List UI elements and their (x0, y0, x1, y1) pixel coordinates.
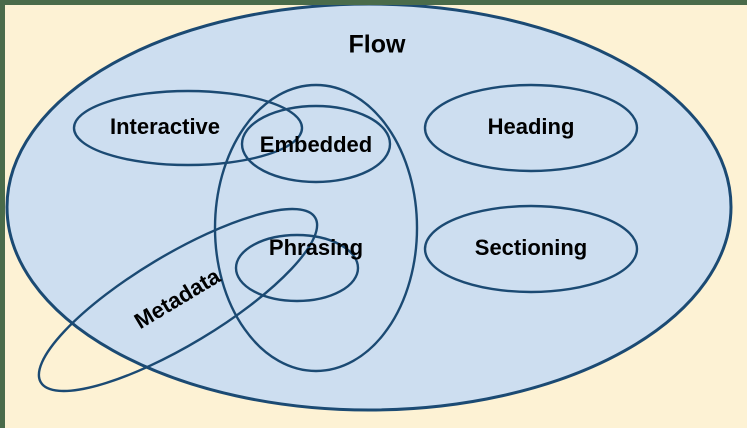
set-label-embedded: Embedded (260, 132, 372, 157)
set-label-flow: Flow (349, 31, 406, 59)
set-phrasing-inner-region[interactable] (234, 233, 360, 303)
set-phrasing-outer-region[interactable] (213, 83, 419, 373)
set-interactive-region[interactable] (72, 89, 304, 167)
set-label-phrasing: Phrasing (269, 235, 363, 260)
set-sectioning-region[interactable] (423, 204, 639, 294)
set-label-interactive: Interactive (110, 114, 220, 139)
set-embedded-region[interactable] (240, 104, 392, 184)
set-metadata-region[interactable] (18, 179, 339, 421)
set-heading-region[interactable] (423, 83, 639, 173)
set-label-heading: Heading (488, 114, 575, 139)
set-label-sectioning: Sectioning (475, 235, 587, 260)
